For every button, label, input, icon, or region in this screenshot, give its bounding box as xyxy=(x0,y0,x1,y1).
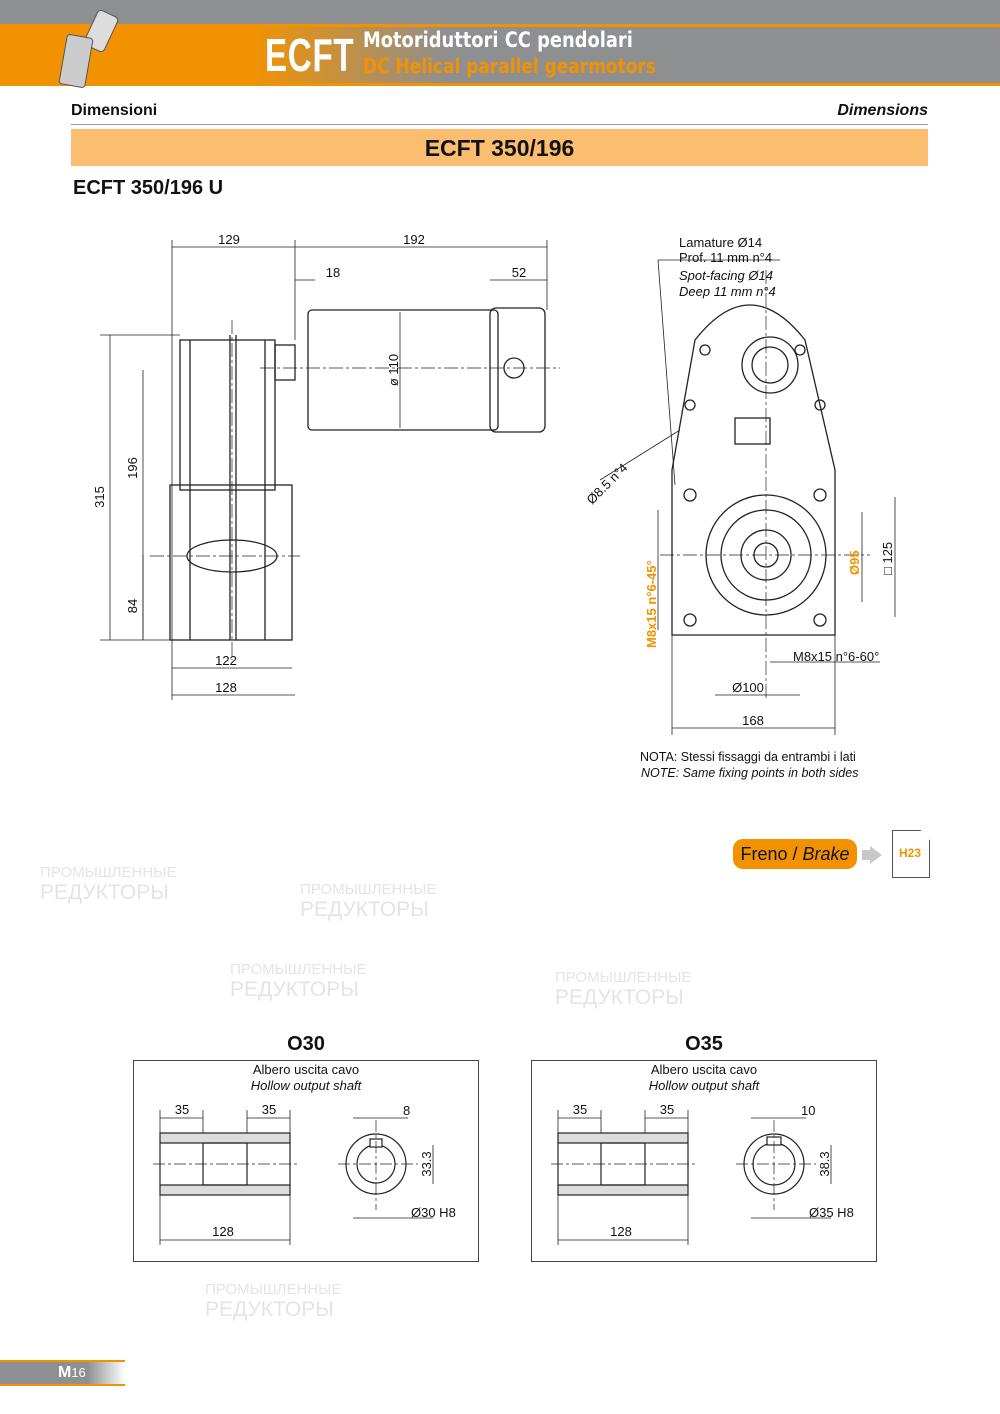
hollow-shaft-drawing: Albero uscita cavo Hollow output shaft 3… xyxy=(531,1060,877,1262)
dim-95: Ø95 xyxy=(847,550,862,575)
series-logo: ECFT xyxy=(265,29,355,81)
model-subtitle: ECFT 350/196 U xyxy=(73,177,224,199)
dim-128: 128 xyxy=(215,680,237,695)
shaft-label-it: Albero uscita cavo xyxy=(651,1062,757,1077)
shaft-title: O30 xyxy=(287,1033,325,1055)
thread-60-label: M8x15 n°6-60° xyxy=(793,649,879,664)
gearbox-body xyxy=(169,335,293,641)
arrow-right-icon xyxy=(862,850,871,860)
dim-t: 33.3 xyxy=(419,1151,434,1176)
hole-label: Ø8.5 n°4 xyxy=(584,460,631,507)
dim-192: 192 xyxy=(403,232,425,247)
dim-length: 128 xyxy=(610,1224,632,1239)
section-label-it: Dimensioni xyxy=(71,102,158,119)
dim-key: 8 xyxy=(403,1103,410,1118)
footer-section: M xyxy=(58,1364,72,1381)
dim-key: 10 xyxy=(801,1103,815,1118)
dim-18: 18 xyxy=(326,265,340,280)
brake-link-button[interactable]: Freno / Brake xyxy=(733,839,857,869)
dim-l2: 35 xyxy=(262,1102,276,1117)
shaft-label-en: Hollow output shaft xyxy=(649,1078,761,1093)
front-view-drawing: Lamature Ø14 Prof. 11 mm n°4 Spot-facing… xyxy=(584,235,896,735)
dim-bore: Ø35 H8 xyxy=(809,1205,854,1220)
document-icon[interactable] xyxy=(892,830,930,878)
dim-110: ø 110 xyxy=(386,354,401,386)
dim-t: 38.3 xyxy=(817,1151,832,1176)
dim-84: 84 xyxy=(125,599,140,613)
dim-52: 52 xyxy=(512,265,526,280)
brake-label-it: Freno / xyxy=(740,844,803,864)
dimension-lines xyxy=(599,259,896,735)
lamature-label: Lamature Ø14 xyxy=(679,235,762,250)
dim-100: Ø100 xyxy=(732,680,764,695)
dim-l1: 35 xyxy=(175,1102,189,1117)
dim-315: 315 xyxy=(92,486,107,508)
motor-body xyxy=(274,307,546,433)
shaft-label-en: Hollow output shaft xyxy=(251,1078,363,1093)
lamature-depth-label: Prof. 11 mm n°4 xyxy=(679,250,772,265)
dim-bore: Ø30 H8 xyxy=(411,1205,456,1220)
gearmotor-thumbnail-icon xyxy=(58,9,119,88)
note-it: NOTA: Stessi fissaggi da entrambi i lati xyxy=(640,750,856,764)
page-header: ECFT Motoriduttori CC pendolari DC Helic… xyxy=(0,0,1000,88)
dim-122: 122 xyxy=(215,653,237,668)
dim-length: 128 xyxy=(212,1224,234,1239)
dim-125: □ 125 xyxy=(880,542,895,575)
dim-129: 129 xyxy=(218,232,240,247)
header-title-en: DC Helical parallel gearmotors xyxy=(363,54,656,78)
gearbox-front xyxy=(671,304,836,636)
dim-196: 196 xyxy=(125,457,140,479)
divider xyxy=(71,124,928,125)
brake-page-ref[interactable]: H23 xyxy=(898,846,921,860)
brake-label-en: Brake xyxy=(802,844,850,864)
page-footer: M16 xyxy=(0,1360,125,1386)
thread-45-label: M8x15 n°6-45° xyxy=(644,560,659,648)
model-title-bar: ECFT 350/196 xyxy=(71,129,928,166)
header-title-it: Motoriduttori CC pendolari xyxy=(363,28,633,52)
dimension-lines xyxy=(100,240,548,700)
hollow-shaft-drawing: Albero uscita cavo Hollow output shaft 3… xyxy=(133,1060,479,1262)
shaft-label-it: Albero uscita cavo xyxy=(253,1062,359,1077)
spot-facing-depth-label: Deep 11 mm n°4 xyxy=(679,284,776,299)
section-label-en: Dimensions xyxy=(837,102,928,119)
arrow-right-icon xyxy=(870,846,882,864)
dim-168: 168 xyxy=(742,713,764,728)
spot-facing-label: Spot-facing Ø14 xyxy=(679,268,773,283)
shaft-title: O35 xyxy=(685,1033,723,1055)
page-number: 16 xyxy=(71,1365,86,1380)
dim-l1: 35 xyxy=(573,1102,587,1117)
dim-l2: 35 xyxy=(660,1102,674,1117)
note-en: NOTE: Same fixing points in both sides xyxy=(641,766,859,780)
side-view-drawing: 129 192 18 52 ø 110 315 196 84 122 128 xyxy=(92,232,560,700)
